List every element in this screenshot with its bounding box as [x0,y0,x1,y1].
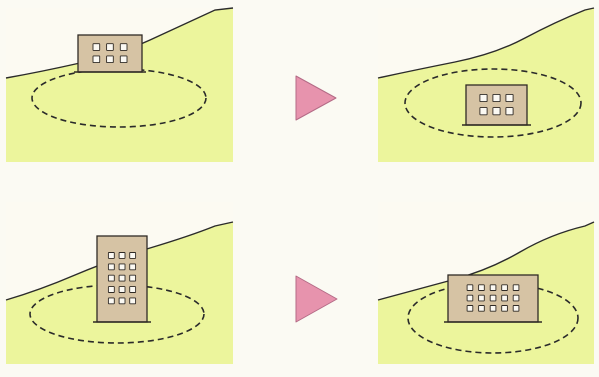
building [93,235,151,323]
window [489,294,497,302]
top-arrow [295,75,337,121]
window [106,43,114,51]
window [129,252,137,259]
window [479,93,488,103]
zoning-area-outline [404,68,582,138]
window [107,263,115,271]
window [492,107,501,116]
right-triangle-arrow-icon [295,275,338,323]
window [512,284,520,291]
window [106,55,114,64]
window [92,43,101,51]
window [118,263,126,271]
window [489,305,497,312]
building-body [465,84,528,126]
window [505,107,514,116]
window [479,107,488,116]
window [478,284,485,291]
building [444,274,542,323]
right-triangle-arrow-icon [295,75,337,121]
window [119,55,128,64]
window [501,305,508,312]
window [129,274,137,282]
ground-area [6,8,233,162]
window [118,286,126,293]
building-body [447,274,539,323]
window [492,93,501,103]
window [92,55,101,64]
window [512,305,520,312]
panel-top-before [5,7,234,162]
window [466,294,474,302]
window [501,284,508,291]
window [501,294,508,302]
horizon-line [377,7,595,79]
panel-bottom-after [377,202,595,364]
window [119,43,128,51]
window [129,263,137,271]
window [478,305,485,312]
window [118,297,126,305]
window [466,284,474,291]
window [107,252,115,259]
window [107,286,115,293]
horizon-line [377,221,595,301]
window [118,274,126,282]
window [107,274,115,282]
window [489,284,497,291]
panel-top-after [377,7,595,162]
window [478,294,485,302]
building [462,84,531,126]
window [129,286,137,293]
window [107,297,115,305]
window [118,252,126,259]
window [505,93,514,103]
window [512,294,520,302]
window [466,305,474,312]
bottom-arrow [295,275,338,323]
window [129,297,137,305]
panel-bottom-before [5,202,234,364]
building [74,34,146,73]
building-body [77,34,143,73]
